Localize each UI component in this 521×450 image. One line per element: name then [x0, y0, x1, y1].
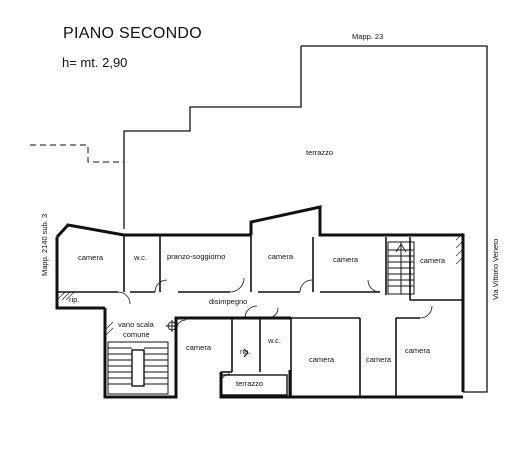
- terrace-boundary: [123, 45, 488, 393]
- label-camera-2: camera: [268, 252, 294, 261]
- label-mapp-23: Mapp. 23: [352, 32, 384, 41]
- label-street: Via Vittorio Veneto: [491, 238, 500, 300]
- plan-title: PIANO SECONDO: [63, 25, 203, 42]
- label-rip-1: rip.: [69, 295, 80, 304]
- label-camera-8: camera: [405, 346, 431, 355]
- label-camera-6: camera: [309, 355, 335, 364]
- private-staircase: [387, 241, 415, 295]
- ceiling-height: h= mt. 2,90: [62, 55, 128, 70]
- label-wc-1: w.c.: [134, 253, 147, 262]
- label-camera-4: camera: [420, 256, 446, 265]
- label-camera-3: camera: [333, 255, 359, 264]
- label-rip-2: rip.: [240, 347, 251, 356]
- label-pranzo-soggiorno: pranzo-soggiorno: [167, 252, 226, 261]
- interior-walls: [57, 235, 463, 397]
- communal-staircase: [107, 341, 169, 395]
- label-camera-5: camera: [186, 343, 212, 352]
- label-mapp-2140: Mapp. 2140 sub. 3: [40, 213, 49, 276]
- label-terrazzo-main: terrazzo: [306, 148, 334, 157]
- wall-hatching: [56, 232, 464, 337]
- small-terrace-outline: [220, 374, 288, 396]
- neighbour-boundary-dashed: [30, 144, 124, 163]
- label-comune: comune: [123, 330, 150, 339]
- label-vano-scala: vano scala: [118, 320, 154, 329]
- label-wc-2: w.c.: [268, 336, 281, 345]
- label-terrazzo-small: terrazzo: [236, 379, 264, 388]
- label-camera-7: camera: [366, 355, 392, 364]
- label-disimpegno: disimpegno: [209, 297, 248, 306]
- arrow-marker: [243, 348, 249, 358]
- crosshair-icon: [166, 320, 178, 332]
- label-camera-1: camera: [78, 253, 104, 262]
- door-swings: [117, 277, 433, 384]
